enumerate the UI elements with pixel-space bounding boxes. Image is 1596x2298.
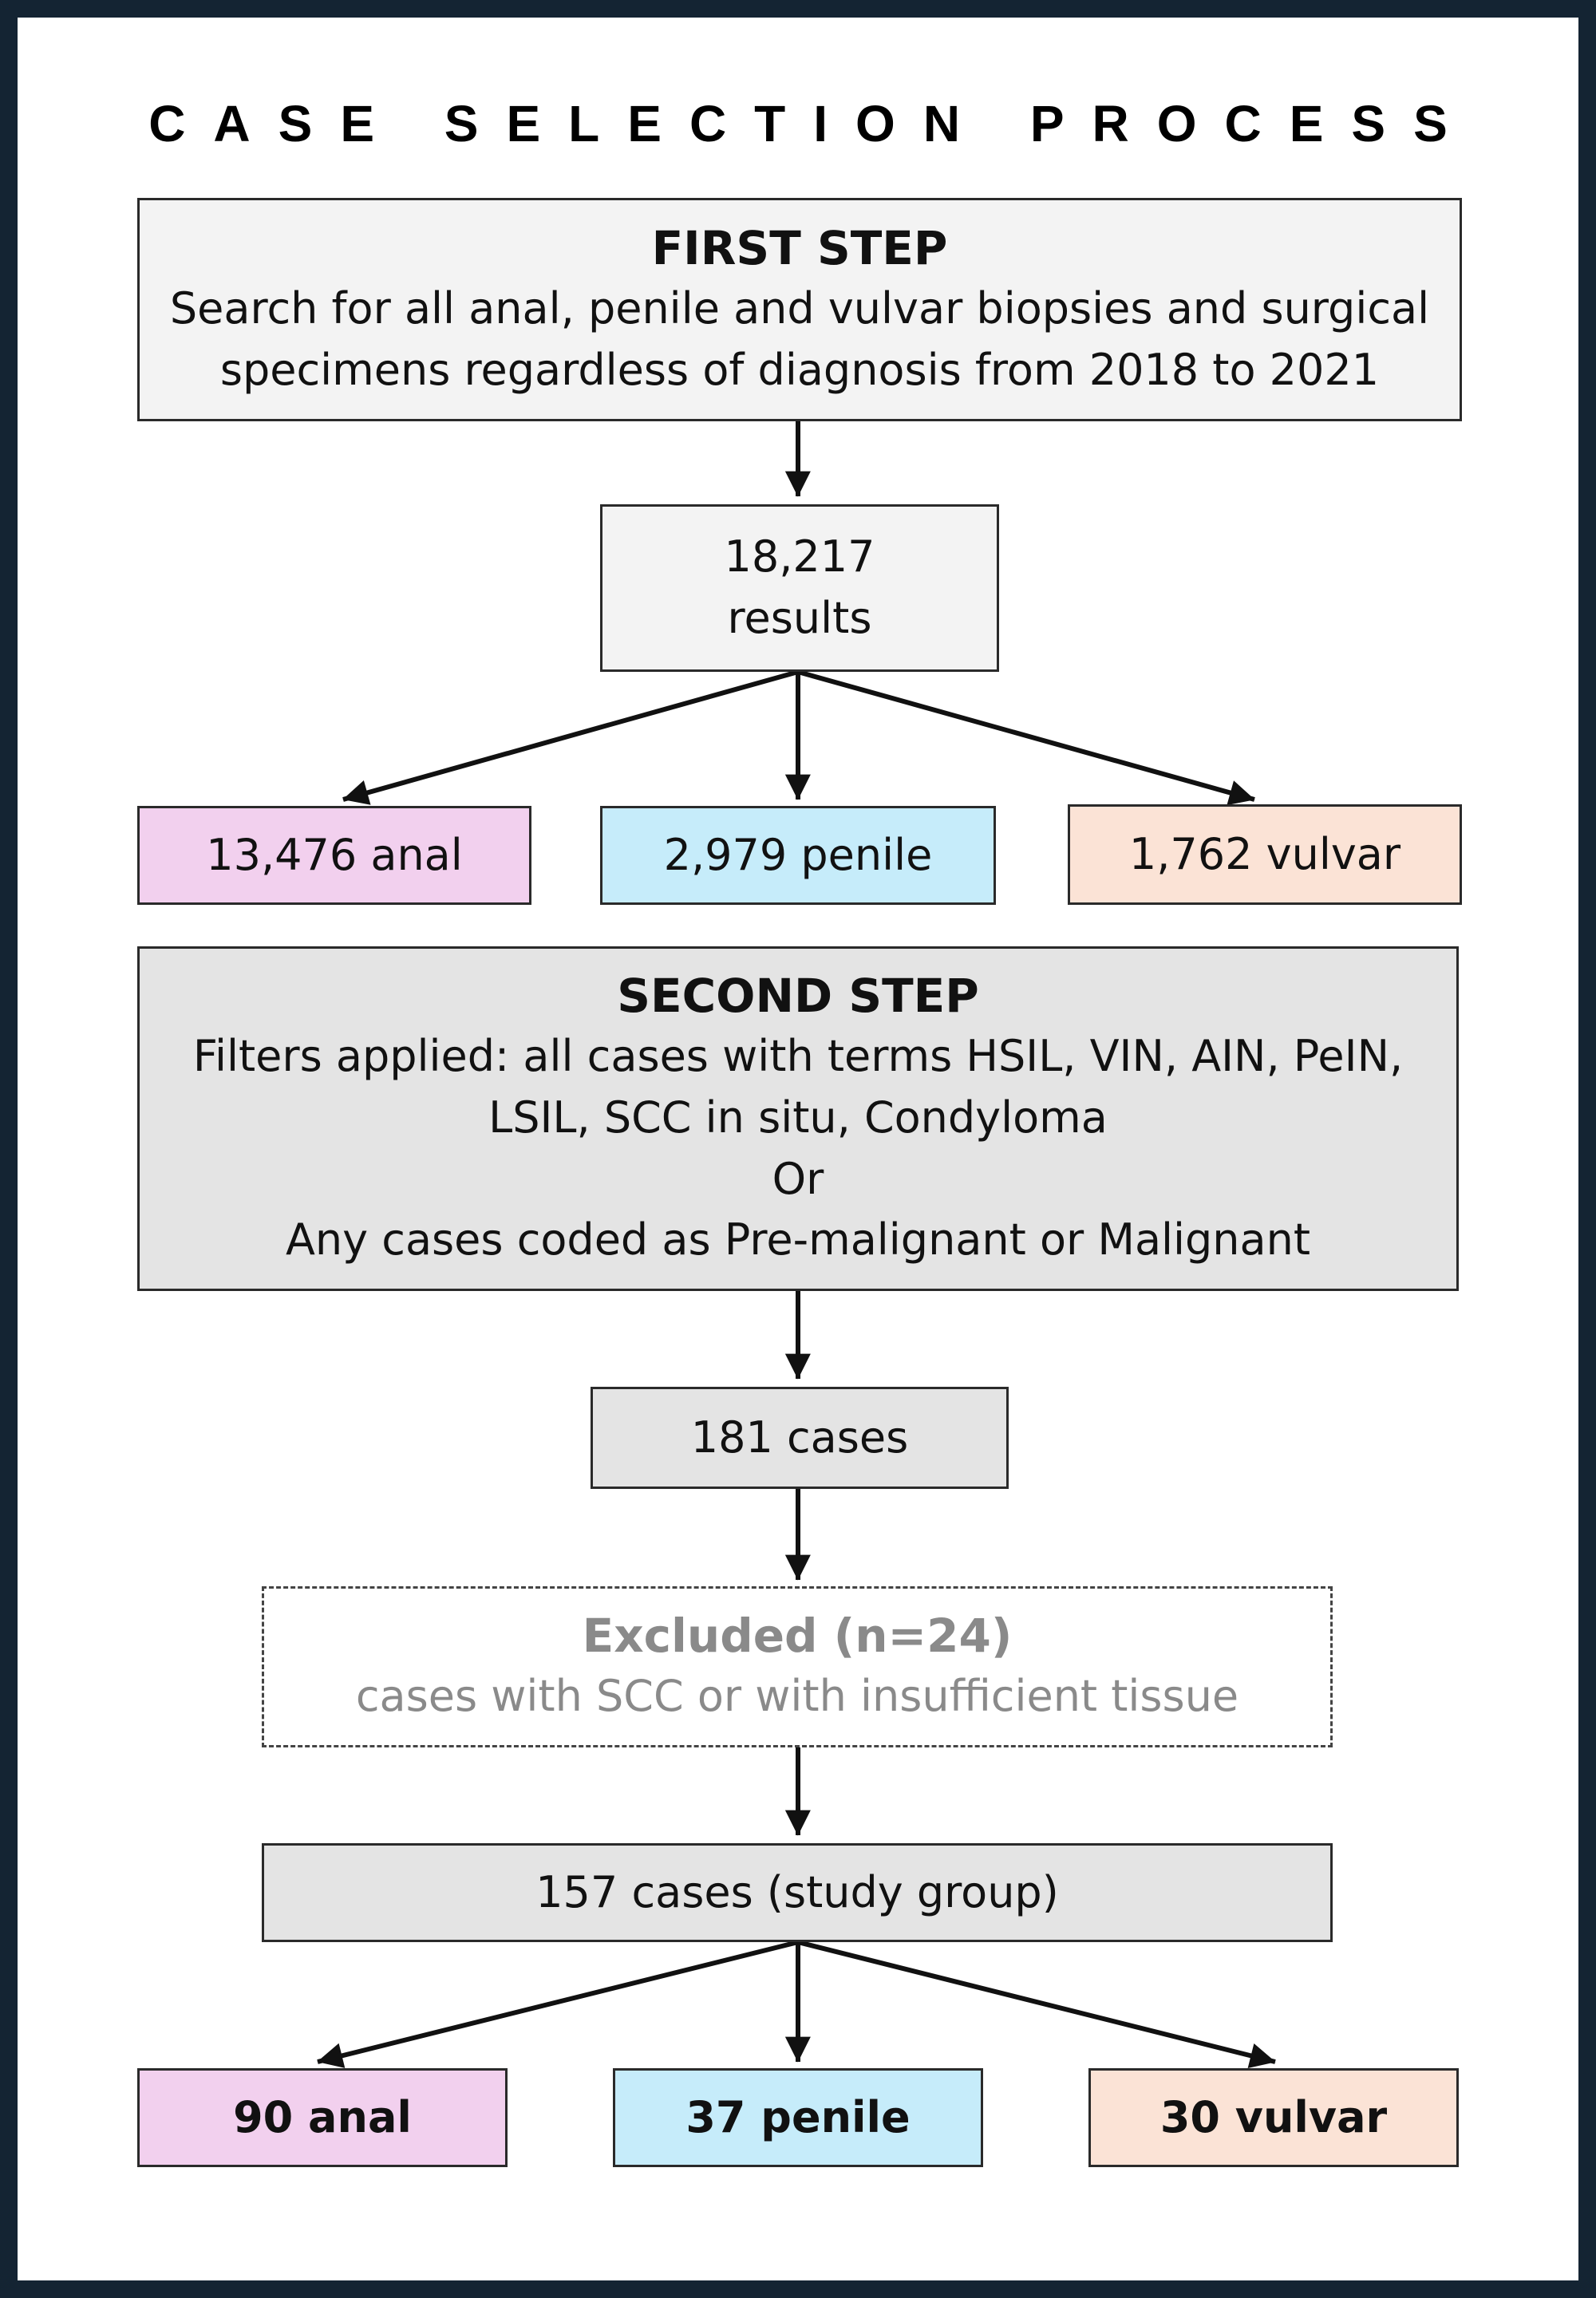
second-step-line3: Or [772, 1153, 824, 1204]
diagram-title: CASE SELECTION PROCESS [148, 95, 1476, 152]
vulvar-count-box: 1,762 vulvar [1068, 804, 1462, 905]
penile-count-box: 2,979 penile [600, 806, 996, 905]
second-step-heading: SECOND STEP [617, 968, 979, 1023]
anal-count-box: 13,476 anal [137, 806, 531, 905]
vulvar-count-label: 1,762 vulvar [1128, 828, 1401, 879]
results-label: results [727, 593, 872, 643]
results-count: 18,217 [724, 531, 875, 582]
excluded-detail: cases with SCC or with insufficient tiss… [355, 1671, 1239, 1722]
final-anal-label: 90 anal [233, 2091, 412, 2142]
final-penile-label: 37 penile [685, 2091, 911, 2142]
second-step-line2: LSIL, SCC in situ, Condyloma [488, 1092, 1108, 1143]
final-penile-box: 37 penile [613, 2068, 983, 2167]
excluded-heading: Excluded (n=24) [582, 1608, 1013, 1663]
anal-count-label: 13,476 anal [206, 829, 463, 880]
excluded-box: Excluded (n=24) cases with SCC or with i… [262, 1586, 1333, 1747]
first-step-heading: FIRST STEP [651, 220, 948, 275]
penile-count-label: 2,979 penile [663, 829, 933, 880]
first-step-box: FIRST STEP Search for all anal, penile a… [137, 198, 1462, 421]
second-step-line1: Filters applied: all cases with terms HS… [192, 1031, 1404, 1082]
study-group-label: 157 cases (study group) [535, 1866, 1059, 1917]
final-vulvar-box: 30 vulvar [1088, 2068, 1459, 2167]
cases-label: 181 cases [690, 1412, 909, 1463]
first-step-line1: Search for all anal, penile and vulvar b… [169, 283, 1430, 334]
final-vulvar-label: 30 vulvar [1159, 2091, 1388, 2142]
final-anal-box: 90 anal [137, 2068, 508, 2167]
results-box: 18,217 results [600, 504, 999, 672]
cases-box: 181 cases [591, 1387, 1009, 1489]
first-step-line2: specimens regardless of diagnosis from 2… [219, 344, 1380, 395]
second-step-line4: Any cases coded as Pre-malignant or Mali… [285, 1214, 1311, 1265]
second-step-box: SECOND STEP Filters applied: all cases w… [137, 946, 1459, 1291]
study-group-box: 157 cases (study group) [262, 1843, 1333, 1942]
